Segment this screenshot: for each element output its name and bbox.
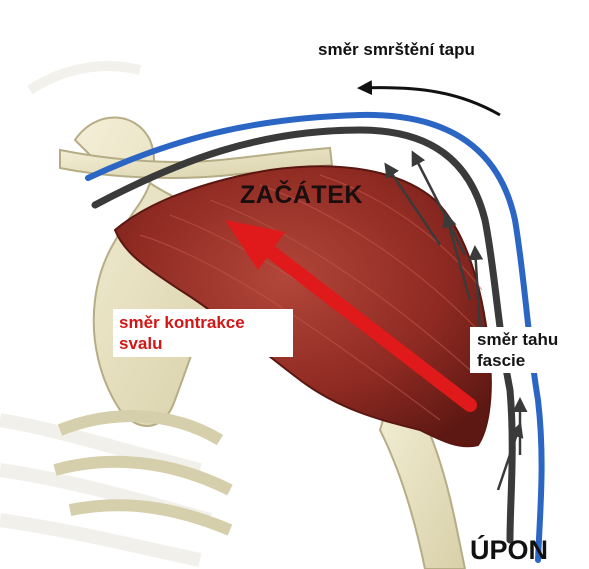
insertion-label: ÚPON xyxy=(470,535,548,566)
fascia-pull-line-2: fascie xyxy=(477,350,558,371)
muscle-contraction-line-2: svalu xyxy=(119,333,287,354)
fascia-pull-label: směr tahu fascie xyxy=(470,327,565,373)
muscle-contraction-line-1: směr kontrakce xyxy=(119,312,287,333)
tape-direction-arrow xyxy=(360,88,500,115)
muscle-contraction-label: směr kontrakce svalu xyxy=(113,309,293,357)
fascia-pull-line-1: směr tahu xyxy=(477,329,558,350)
tape-direction-label: směr smrštění tapu xyxy=(318,40,475,60)
origin-label: ZAČÁTEK xyxy=(240,181,363,210)
